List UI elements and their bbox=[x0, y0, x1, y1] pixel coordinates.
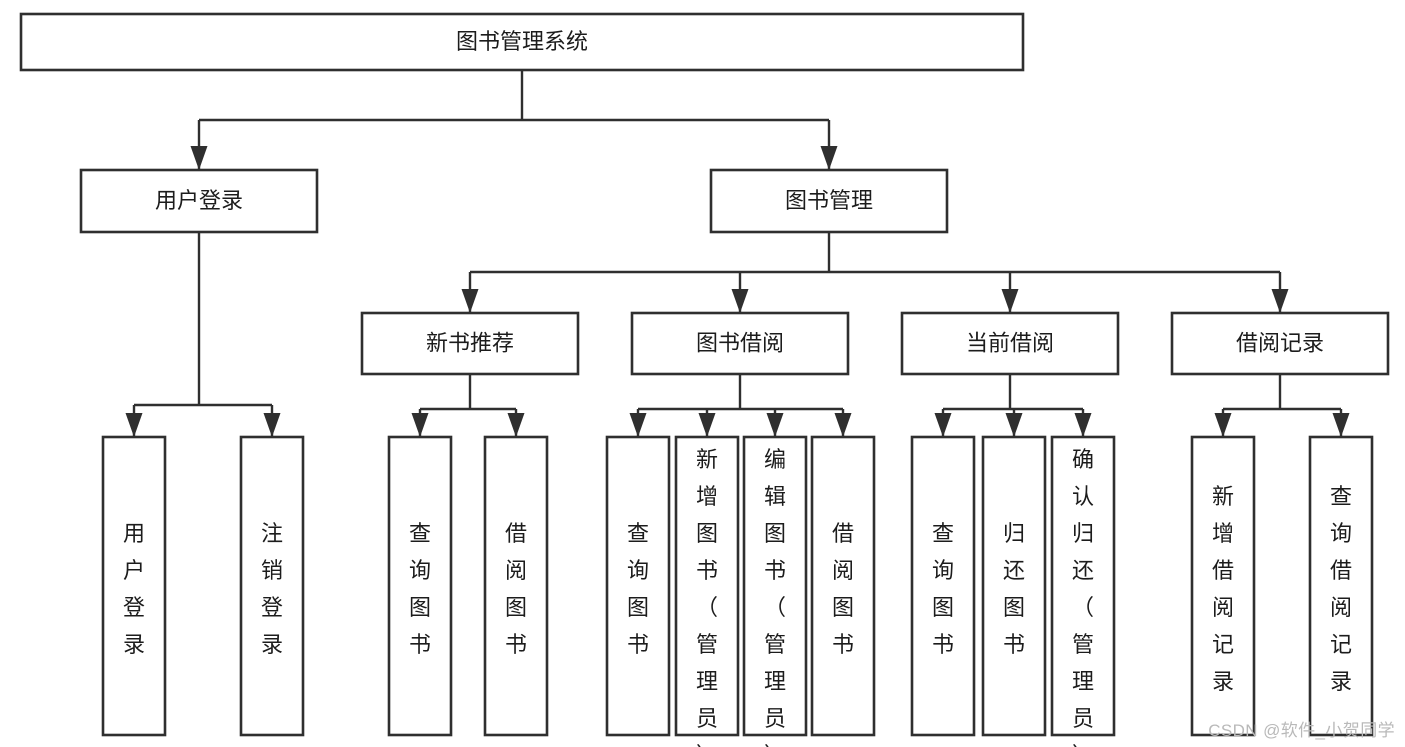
edge-currentborrow-arrow-2 bbox=[1074, 413, 1092, 437]
edge-newbook-arrow-1 bbox=[507, 413, 525, 437]
leaf-borrow-book-1[interactable]: 借阅图书 bbox=[483, 435, 549, 737]
node-book-borrow-rect[interactable] bbox=[630, 311, 850, 376]
leaf-query-book-1[interactable]: 查询图书 bbox=[387, 435, 453, 737]
leaf-add-record[interactable]: 新增借阅记录 bbox=[1190, 435, 1256, 737]
leaf-add-book-rect[interactable] bbox=[674, 435, 740, 737]
leaf-return-book-label: 归还图书 bbox=[1003, 521, 1025, 657]
leaf-add-book-label: 新增图书（管理员） bbox=[696, 447, 718, 747]
edge-bookmanage-arrow-1 bbox=[731, 289, 749, 313]
edge-newbook-arrow-0 bbox=[411, 413, 429, 437]
leaf-borrow-book-2[interactable]: 借阅图书 bbox=[810, 435, 876, 737]
node-root-rect[interactable] bbox=[19, 12, 1025, 72]
node-current-borrow[interactable]: 当前借阅 bbox=[900, 311, 1120, 376]
node-borrow-record-label: 借阅记录 bbox=[1236, 330, 1324, 355]
edge-borrowrecord-arrow-1 bbox=[1332, 413, 1350, 437]
leaf-confirm-return[interactable]: 确认归还（管理员） bbox=[1050, 435, 1116, 747]
edge-bookborrow-arrow-3 bbox=[834, 413, 852, 437]
node-user-login-label: 用户登录 bbox=[155, 188, 243, 213]
leaf-add-record-rect[interactable] bbox=[1190, 435, 1256, 737]
leaf-add-record-label: 新增借阅记录 bbox=[1212, 484, 1234, 694]
connectors-layer bbox=[125, 70, 1350, 437]
edge-userlogin-arrow-0 bbox=[125, 413, 143, 437]
node-current-borrow-label: 当前借阅 bbox=[966, 330, 1054, 355]
node-new-book-rec-rect[interactable] bbox=[360, 311, 580, 376]
node-book-borrow[interactable]: 图书借阅 bbox=[630, 311, 850, 376]
node-book-manage[interactable]: 图书管理 bbox=[709, 168, 949, 234]
node-new-book-rec[interactable]: 新书推荐 bbox=[360, 311, 580, 376]
leaf-return-book-rect[interactable] bbox=[981, 435, 1047, 737]
edge-userlogin-arrow-1 bbox=[263, 413, 281, 437]
leaf-query-record-label: 查询借阅记录 bbox=[1330, 484, 1352, 694]
leaf-return-book[interactable]: 归还图书 bbox=[981, 435, 1047, 737]
leaf-user-login-rect[interactable] bbox=[101, 435, 167, 737]
leaf-query-record-rect[interactable] bbox=[1308, 435, 1374, 737]
edge-currentborrow-arrow-1 bbox=[1005, 413, 1023, 437]
node-book-manage-label: 图书管理 bbox=[785, 188, 873, 213]
edge-bookmanage-arrow-0 bbox=[461, 289, 479, 313]
leaf-query-book-3[interactable]: 查询图书 bbox=[910, 435, 976, 737]
edge-currentborrow-arrow-0 bbox=[934, 413, 952, 437]
leaf-borrow-book-2-label: 借阅图书 bbox=[832, 521, 854, 657]
nodes-layer: 图书管理系统用户登录图书管理新书推荐图书借阅当前借阅借阅记录用户登录注销登录查询… bbox=[19, 12, 1390, 747]
leaf-edit-book[interactable]: 编辑图书（管理员） bbox=[742, 435, 808, 747]
leaf-add-book[interactable]: 新增图书（管理员） bbox=[674, 435, 740, 747]
edge-bookmanage-arrow-3 bbox=[1271, 289, 1289, 313]
node-borrow-record-rect[interactable] bbox=[1170, 311, 1390, 376]
edge-root-arrow-1 bbox=[820, 146, 838, 170]
edge-root-arrow-0 bbox=[190, 146, 208, 170]
leaf-query-book-1-label: 查询图书 bbox=[409, 521, 431, 657]
edge-bookborrow-arrow-0 bbox=[629, 413, 647, 437]
leaf-edit-book-label: 编辑图书（管理员） bbox=[764, 447, 786, 747]
node-new-book-rec-label: 新书推荐 bbox=[426, 330, 514, 355]
watermark-text: CSDN @软件_小贺同学 bbox=[1208, 721, 1395, 740]
node-book-manage-rect[interactable] bbox=[709, 168, 949, 234]
node-book-borrow-label: 图书借阅 bbox=[696, 330, 784, 355]
leaf-logout-label: 注销登录 bbox=[261, 521, 283, 657]
leaf-user-login-label: 用户登录 bbox=[123, 521, 145, 657]
edge-bookborrow-arrow-2 bbox=[766, 413, 784, 437]
node-user-login[interactable]: 用户登录 bbox=[79, 168, 319, 234]
leaf-query-book-2-label: 查询图书 bbox=[627, 521, 649, 657]
node-borrow-record[interactable]: 借阅记录 bbox=[1170, 311, 1390, 376]
leaf-edit-book-rect[interactable] bbox=[742, 435, 808, 737]
leaf-query-record[interactable]: 查询借阅记录 bbox=[1308, 435, 1374, 737]
edge-bookborrow-arrow-1 bbox=[698, 413, 716, 437]
leaf-logout-rect[interactable] bbox=[239, 435, 305, 737]
leaf-borrow-book-1-label: 借阅图书 bbox=[505, 521, 527, 657]
leaf-query-book-2-rect[interactable] bbox=[605, 435, 671, 737]
edge-bookmanage-arrow-2 bbox=[1001, 289, 1019, 313]
leaf-confirm-return-rect[interactable] bbox=[1050, 435, 1116, 737]
node-root[interactable]: 图书管理系统 bbox=[19, 12, 1025, 72]
node-user-login-rect[interactable] bbox=[79, 168, 319, 234]
leaf-user-login[interactable]: 用户登录 bbox=[101, 435, 167, 737]
leaf-borrow-book-1-rect[interactable] bbox=[483, 435, 549, 737]
leaf-query-book-1-rect[interactable] bbox=[387, 435, 453, 737]
leaf-confirm-return-label: 确认归还（管理员） bbox=[1072, 447, 1094, 747]
node-root-label: 图书管理系统 bbox=[456, 29, 588, 54]
leaf-borrow-book-2-rect[interactable] bbox=[810, 435, 876, 737]
node-current-borrow-rect[interactable] bbox=[900, 311, 1120, 376]
leaf-query-book-2[interactable]: 查询图书 bbox=[605, 435, 671, 737]
edge-borrowrecord-arrow-0 bbox=[1214, 413, 1232, 437]
leaf-logout[interactable]: 注销登录 bbox=[239, 435, 305, 737]
leaf-query-book-3-label: 查询图书 bbox=[932, 521, 954, 657]
leaf-query-book-3-rect[interactable] bbox=[910, 435, 976, 737]
